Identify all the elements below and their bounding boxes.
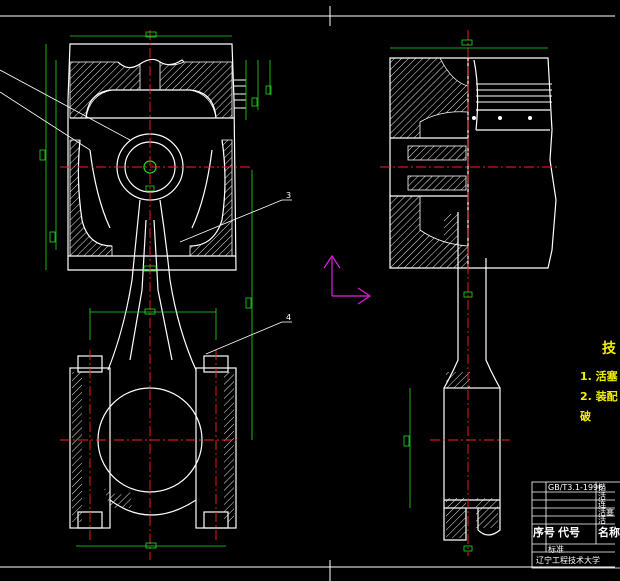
tb-row5-name: 活 — [598, 516, 606, 525]
title-block-lines — [531, 481, 620, 569]
tb-header-seq: 序号 — [533, 526, 555, 539]
centerlines-left — [60, 30, 250, 560]
note-item-2: 2. 装配 — [580, 390, 618, 403]
rod-shank — [107, 199, 197, 371]
rod-big-end — [69, 355, 237, 529]
note-item-1: 1. 活塞 — [580, 370, 618, 383]
drawing-frame — [0, 6, 615, 581]
tb-row1-code: GB/T3.1-1996 — [548, 483, 604, 492]
tb-row2-name: 活 — [598, 492, 606, 501]
ring-grooves-left — [234, 79, 246, 109]
rod-side-hatch — [444, 214, 498, 538]
side-view-piston-rod — [380, 30, 560, 556]
leader-lines-left — [0, 69, 292, 355]
tb-header-code: 代号 — [558, 526, 580, 539]
ring-grooves-right — [476, 83, 552, 103]
tb-stamp: 标准 — [548, 545, 564, 554]
notes-heading: 技 — [602, 341, 616, 357]
tb-row4-name: 活塞 — [598, 508, 614, 517]
big-end-hatch — [72, 372, 234, 522]
piston-front-hatch — [69, 61, 233, 257]
callout-3: 3 — [286, 191, 291, 200]
tb-row3-name: 连 — [598, 500, 606, 509]
centerlines-right — [380, 30, 560, 556]
dimensions-left — [39, 31, 272, 549]
tb-row1-name: 挡 — [598, 483, 606, 492]
front-view-piston-rod — [0, 30, 292, 560]
tb-school: 辽宁工程技术大学 — [536, 556, 600, 565]
ucs-axis-icon — [323, 254, 372, 305]
note-item-2-cont: 破 — [580, 410, 591, 423]
tb-header-name: 名称 — [598, 526, 620, 539]
callout-4: 4 — [286, 313, 291, 322]
dimensions-right — [390, 39, 548, 552]
pin-markers — [472, 116, 532, 120]
